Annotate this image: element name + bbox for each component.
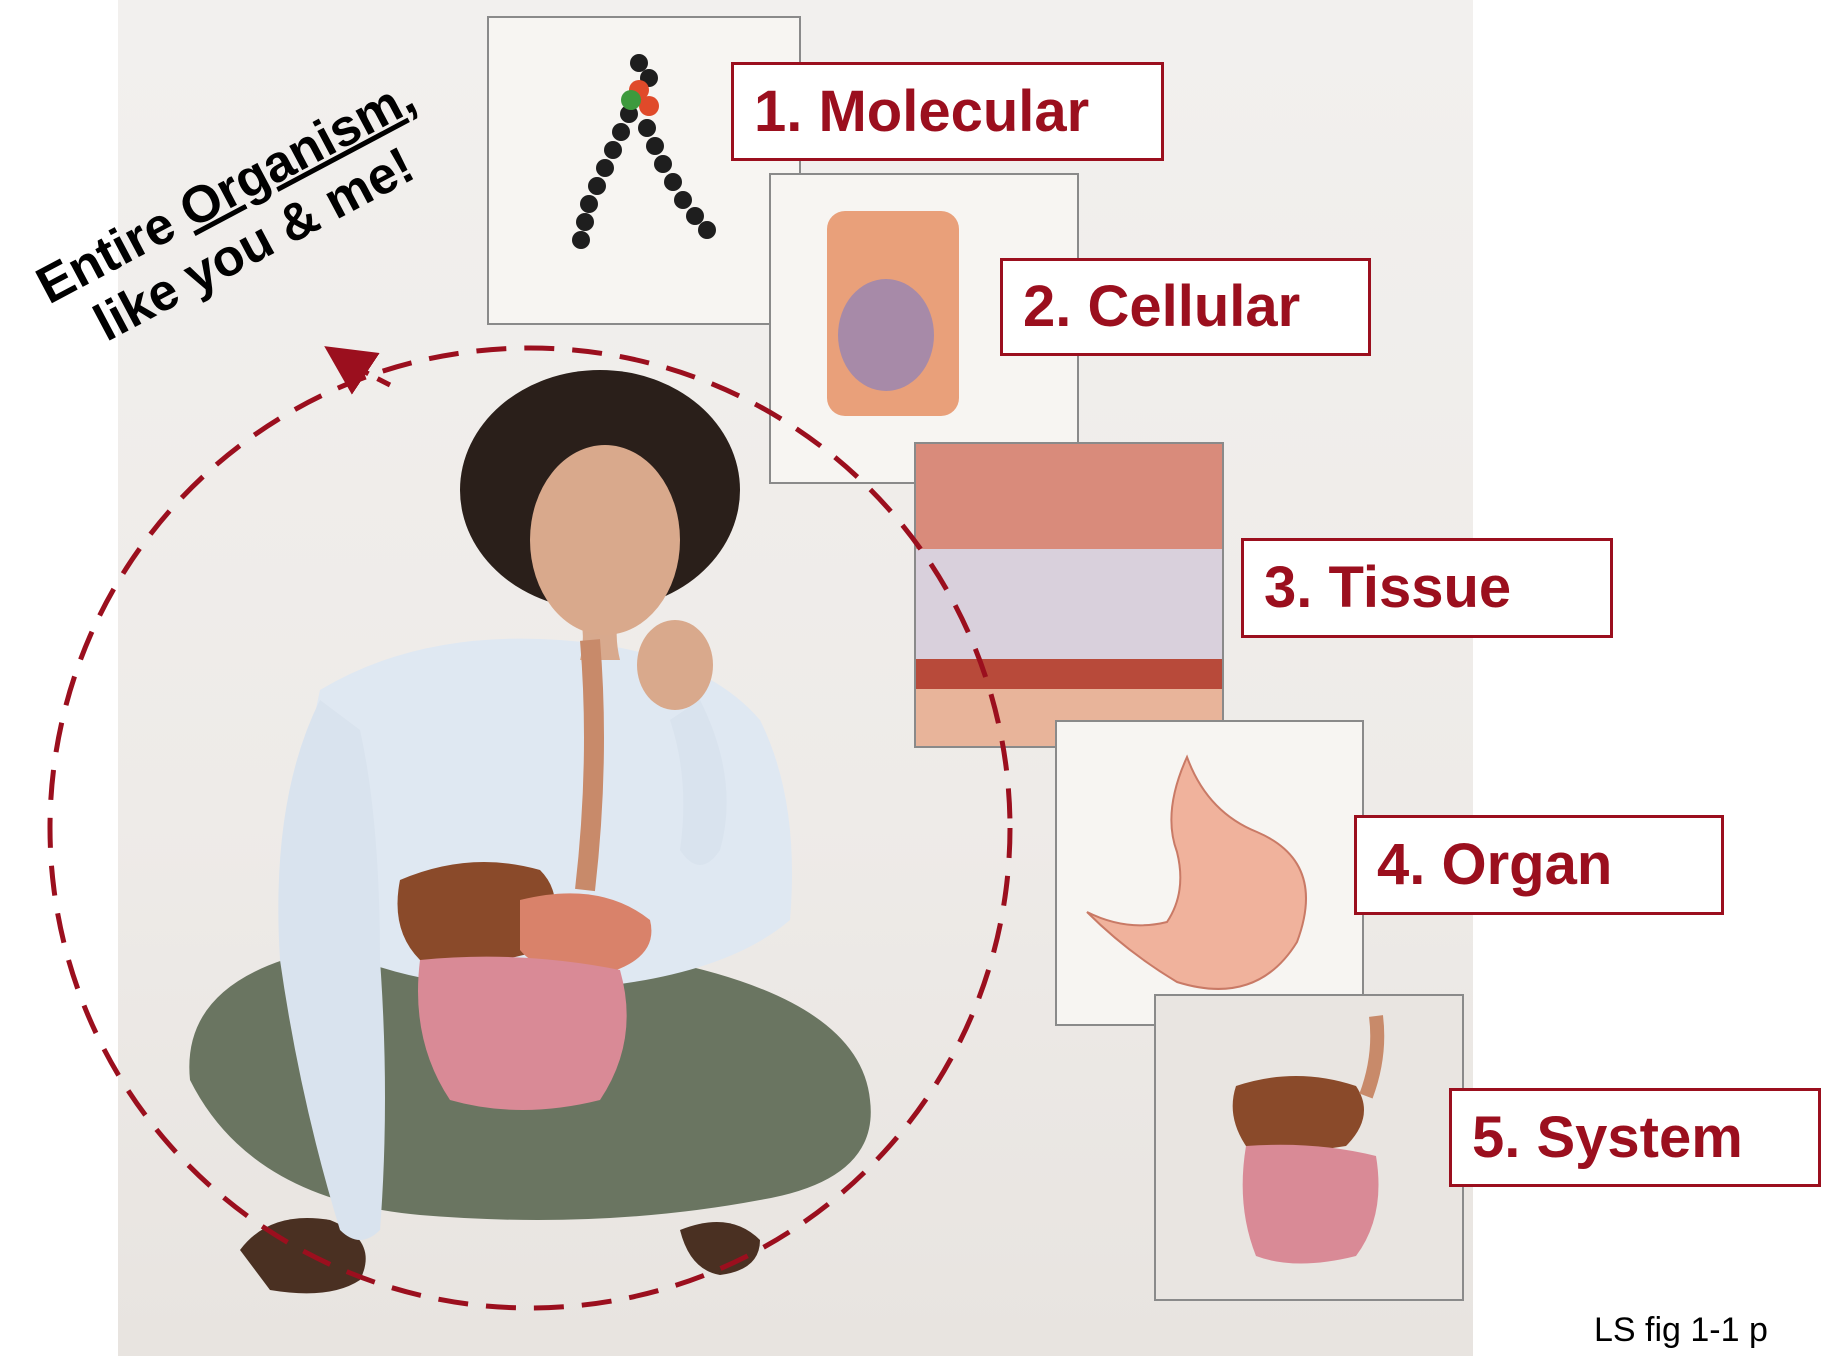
figure-citation: LS fig 1-1 p (1594, 1311, 1768, 1350)
